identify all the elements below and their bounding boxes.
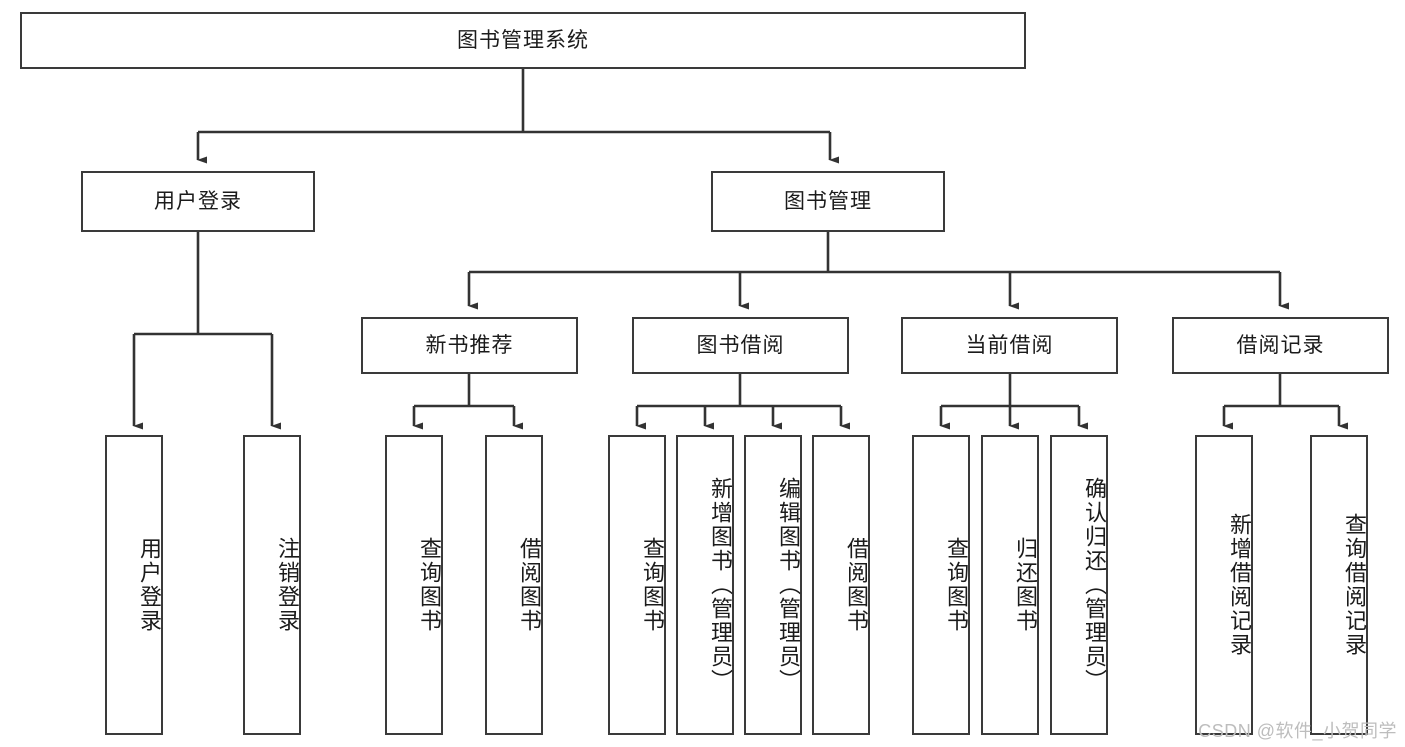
node-label: 借阅图书 [844, 537, 869, 633]
leaf-current-return-book[interactable]: 归还图书 [981, 435, 1039, 735]
leaf-record-query-record[interactable]: 查询借阅记录 [1310, 435, 1368, 735]
leaf-borrow-add-book[interactable]: 新增图书（管理员） [676, 435, 734, 735]
node-label: 借阅记录 [1236, 333, 1325, 357]
node-label: 查询图书 [944, 537, 969, 633]
node-book-management[interactable]: 图书管理 [711, 171, 945, 232]
node-borrow-record[interactable]: 借阅记录 [1172, 317, 1389, 374]
node-label: 查询图书 [640, 537, 665, 633]
node-label: 新增图书（管理员） [708, 477, 733, 693]
watermark-text: CSDN @软件_小贺同学 [1198, 721, 1397, 741]
leaf-recommend-borrow-book[interactable]: 借阅图书 [485, 435, 543, 735]
node-label: 当前借阅 [965, 333, 1054, 357]
node-label: 归还图书 [1013, 537, 1038, 633]
node-label: 用户登录 [137, 537, 162, 633]
node-label: 用户登录 [154, 189, 242, 213]
node-label: 确认归还（管理员） [1082, 477, 1107, 693]
node-new-book-recommend[interactable]: 新书推荐 [361, 317, 578, 374]
node-root-system[interactable]: 图书管理系统 [20, 12, 1026, 69]
node-label: 查询借阅记录 [1342, 513, 1367, 657]
node-label: 查询图书 [417, 537, 442, 633]
node-label: 新增借阅记录 [1227, 513, 1252, 657]
node-book-borrow[interactable]: 图书借阅 [632, 317, 849, 374]
node-label: 图书借阅 [696, 333, 785, 357]
leaf-record-add-record[interactable]: 新增借阅记录 [1195, 435, 1253, 735]
node-current-borrow[interactable]: 当前借阅 [901, 317, 1118, 374]
leaf-current-query-book[interactable]: 查询图书 [912, 435, 970, 735]
node-label: 新书推荐 [425, 333, 514, 357]
node-label: 图书管理系统 [457, 28, 589, 52]
node-label: 注销登录 [275, 537, 300, 633]
node-label: 借阅图书 [517, 537, 542, 633]
node-label: 编辑图书（管理员） [776, 477, 801, 693]
leaf-user-login-logout[interactable]: 注销登录 [243, 435, 301, 735]
leaf-borrow-query-book[interactable]: 查询图书 [608, 435, 666, 735]
leaf-user-login-login[interactable]: 用户登录 [105, 435, 163, 735]
node-label: 图书管理 [784, 189, 872, 213]
leaf-borrow-edit-book[interactable]: 编辑图书（管理员） [744, 435, 802, 735]
leaf-current-confirm-return[interactable]: 确认归还（管理员） [1050, 435, 1108, 735]
leaf-recommend-query-book[interactable]: 查询图书 [385, 435, 443, 735]
leaf-borrow-borrow-book[interactable]: 借阅图书 [812, 435, 870, 735]
node-user-login[interactable]: 用户登录 [81, 171, 315, 232]
